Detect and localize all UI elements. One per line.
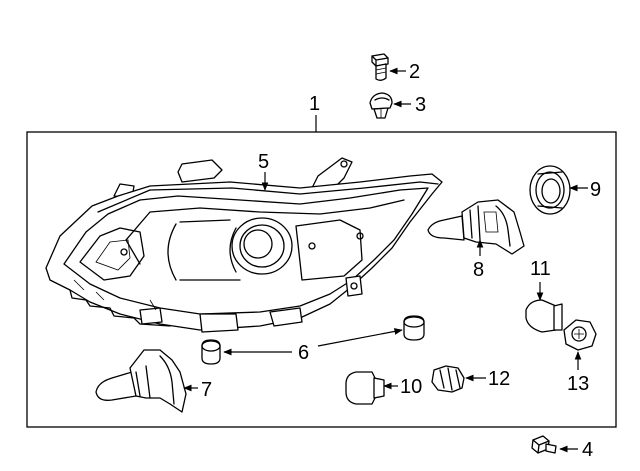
callout-10-label: 10 — [400, 376, 422, 398]
assembly-frame — [26, 131, 617, 428]
callout-13-label: 13 — [567, 373, 589, 395]
callout-6-label: 6 — [298, 342, 309, 364]
callout-11-label: 11 — [530, 258, 551, 280]
socket-part-9 — [529, 165, 571, 215]
callout-8-label: 8 — [473, 259, 484, 281]
callout-5-label: 5 — [258, 151, 269, 173]
socket-part-13 — [563, 319, 597, 351]
callout-2-label: 2 — [409, 61, 420, 83]
callout-3-label: 3 — [415, 94, 426, 116]
clip-nut-part-3 — [369, 92, 393, 119]
bulb-part-11 — [525, 299, 563, 333]
callout-4-label: 4 — [582, 439, 593, 461]
callout-1-label: 1 — [309, 93, 320, 115]
bolt-part-2 — [371, 53, 389, 81]
callout-9-label: 9 — [590, 179, 601, 201]
callout-7-label: 7 — [201, 379, 212, 401]
callout-12-label: 12 — [488, 368, 510, 390]
grommet-part-6b — [403, 315, 425, 341]
bulb-part-8 — [427, 199, 525, 255]
socket-part-12 — [431, 365, 465, 393]
callout-6-leader-b — [317, 328, 403, 347]
headlamp-housing — [45, 157, 443, 333]
bolt-part-4 — [531, 435, 557, 454]
bulb-part-10 — [345, 371, 385, 405]
bulb-part-7 — [95, 349, 187, 413]
grommet-part-6a — [201, 339, 221, 365]
